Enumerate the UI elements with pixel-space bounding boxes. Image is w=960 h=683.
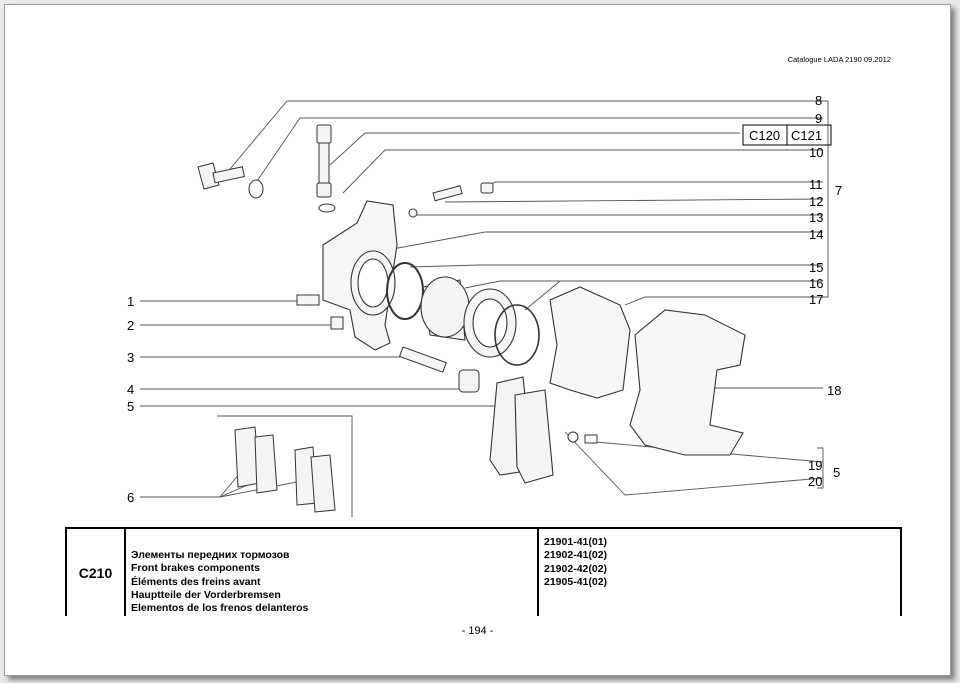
bleeder-part — [432, 182, 494, 202]
model-codes: 21901-41(01) 21902-41(02) 21902-42(02) 2… — [539, 529, 899, 616]
callout-16: 16 — [809, 276, 823, 291]
callout-11: 11 — [809, 177, 823, 192]
callout-18: 18 — [827, 383, 841, 398]
callout-13: 13 — [809, 210, 823, 225]
parts-info-table: C210 Элементы передних тормозов Front br… — [65, 527, 902, 616]
section-code: C210 — [67, 529, 126, 616]
ref-box-c121 — [786, 124, 832, 146]
bolt-part — [197, 162, 246, 190]
sensor-part — [316, 124, 332, 198]
model-code: 21905-41(02) — [544, 575, 608, 588]
callout-1: 1 — [127, 294, 134, 309]
name-en: Front brakes components — [131, 562, 260, 575]
inset-pads-part — [234, 426, 336, 513]
callout-5: 5 — [127, 399, 134, 414]
ref-c121[interactable]: C121 — [791, 128, 822, 143]
catalogue-page: Catalogue LADA 2190 09.2012 — [4, 4, 951, 676]
callout-12: 12 — [809, 194, 823, 209]
callout-7: 7 — [835, 183, 842, 198]
name-ru: Элементы передних тормозов — [131, 549, 290, 561]
callout-15: 15 — [809, 260, 823, 275]
name-de: Hauptteile der Vorderbremsen — [131, 588, 281, 601]
brake-assembly-diagram: 8 9 C120 C121 10 11 12 13 14 15 16 17 7 … — [127, 93, 842, 517]
ref-c120[interactable]: C120 — [749, 128, 780, 143]
name-es: Elementos de los frenos delanteros — [131, 602, 309, 615]
section-names: Элементы передних тормозов Front brakes … — [126, 529, 539, 616]
seal-part — [386, 262, 424, 320]
callout-4: 4 — [127, 382, 134, 397]
callout-5-group: 5 — [833, 465, 840, 480]
callout-10: 10 — [809, 145, 823, 160]
anchor-bracket-part — [549, 286, 631, 399]
callout-20: 20 — [808, 474, 822, 489]
callout-14: 14 — [809, 227, 823, 242]
catalogue-header: Catalogue LADA 2190 09.2012 — [787, 55, 891, 64]
model-code: 21902-41(02) — [544, 549, 608, 562]
callout-9: 9 — [815, 111, 822, 126]
model-code: 21901-41(01) — [544, 536, 608, 548]
callout-2: 2 — [127, 318, 134, 333]
support-part — [629, 309, 746, 456]
caliper-body-part — [322, 200, 398, 351]
callout-8: 8 — [815, 93, 822, 108]
callout-3: 3 — [127, 350, 134, 365]
brake-pads-part — [489, 376, 554, 484]
callout-19: 19 — [808, 458, 822, 473]
piston-part — [420, 276, 517, 358]
name-fr: Éléments des freins avant — [131, 575, 261, 588]
callout-6: 6 — [127, 490, 134, 505]
washer-part — [248, 179, 264, 199]
page-number: - 194 - — [461, 625, 494, 637]
model-code: 21902-42(02) — [544, 562, 608, 575]
callout-17: 17 — [809, 292, 823, 307]
